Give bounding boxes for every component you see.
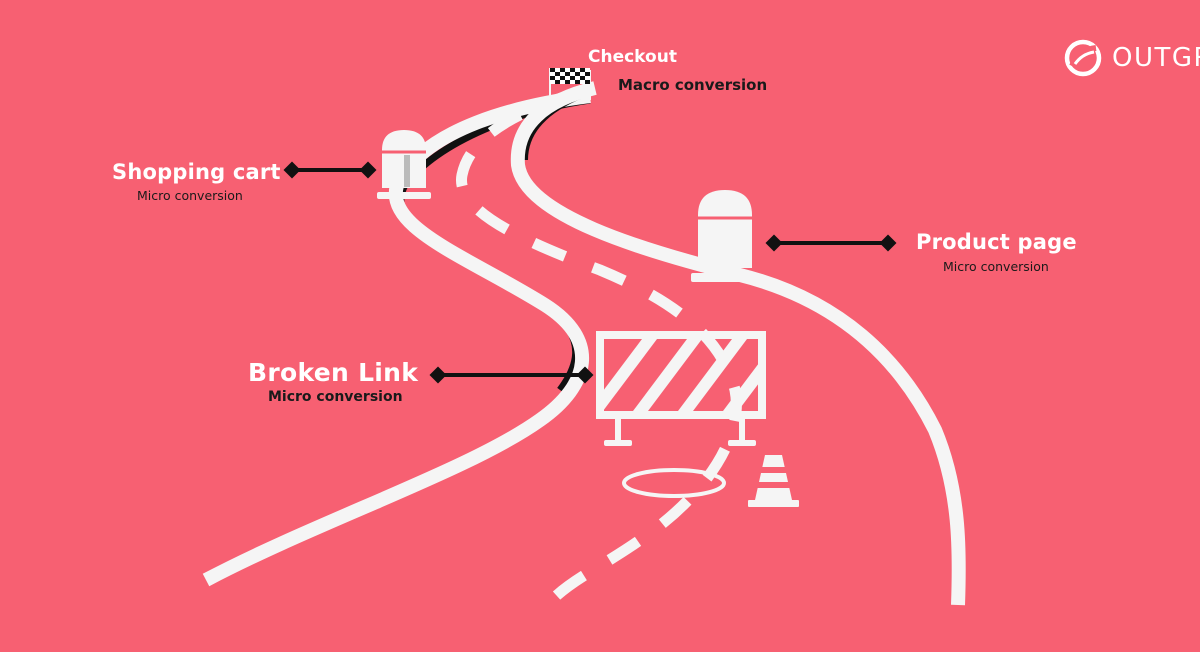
connector-product-page (765, 234, 897, 252)
milestone-post-icon (377, 130, 431, 199)
product-page-title: Product page (916, 230, 1077, 254)
shopping-cart-title: Shopping cart (112, 160, 281, 184)
connector-shopping-cart (283, 161, 377, 179)
checkout-title: Checkout (588, 47, 677, 67)
traffic-cone-icon (748, 455, 799, 507)
road-left-edge (202, 89, 591, 587)
broken-link-title: Broken Link (248, 358, 419, 387)
manhole-icon (622, 468, 726, 498)
outgrow-logo-icon (1064, 39, 1102, 77)
product-page-subtitle: Micro conversion (943, 259, 1049, 274)
broken-link-subtitle: Micro conversion (268, 389, 403, 405)
finish-flag-icon (549, 68, 591, 100)
road-barrier-icon (596, 331, 766, 446)
milestone-post-icon (691, 190, 759, 282)
shopping-cart-subtitle: Micro conversion (137, 188, 243, 203)
brand-name: OUTGR (1112, 43, 1200, 73)
checkout-subtitle: Macro conversion (618, 76, 768, 94)
road-center-line (456, 86, 742, 608)
connector-broken-link (429, 366, 594, 384)
